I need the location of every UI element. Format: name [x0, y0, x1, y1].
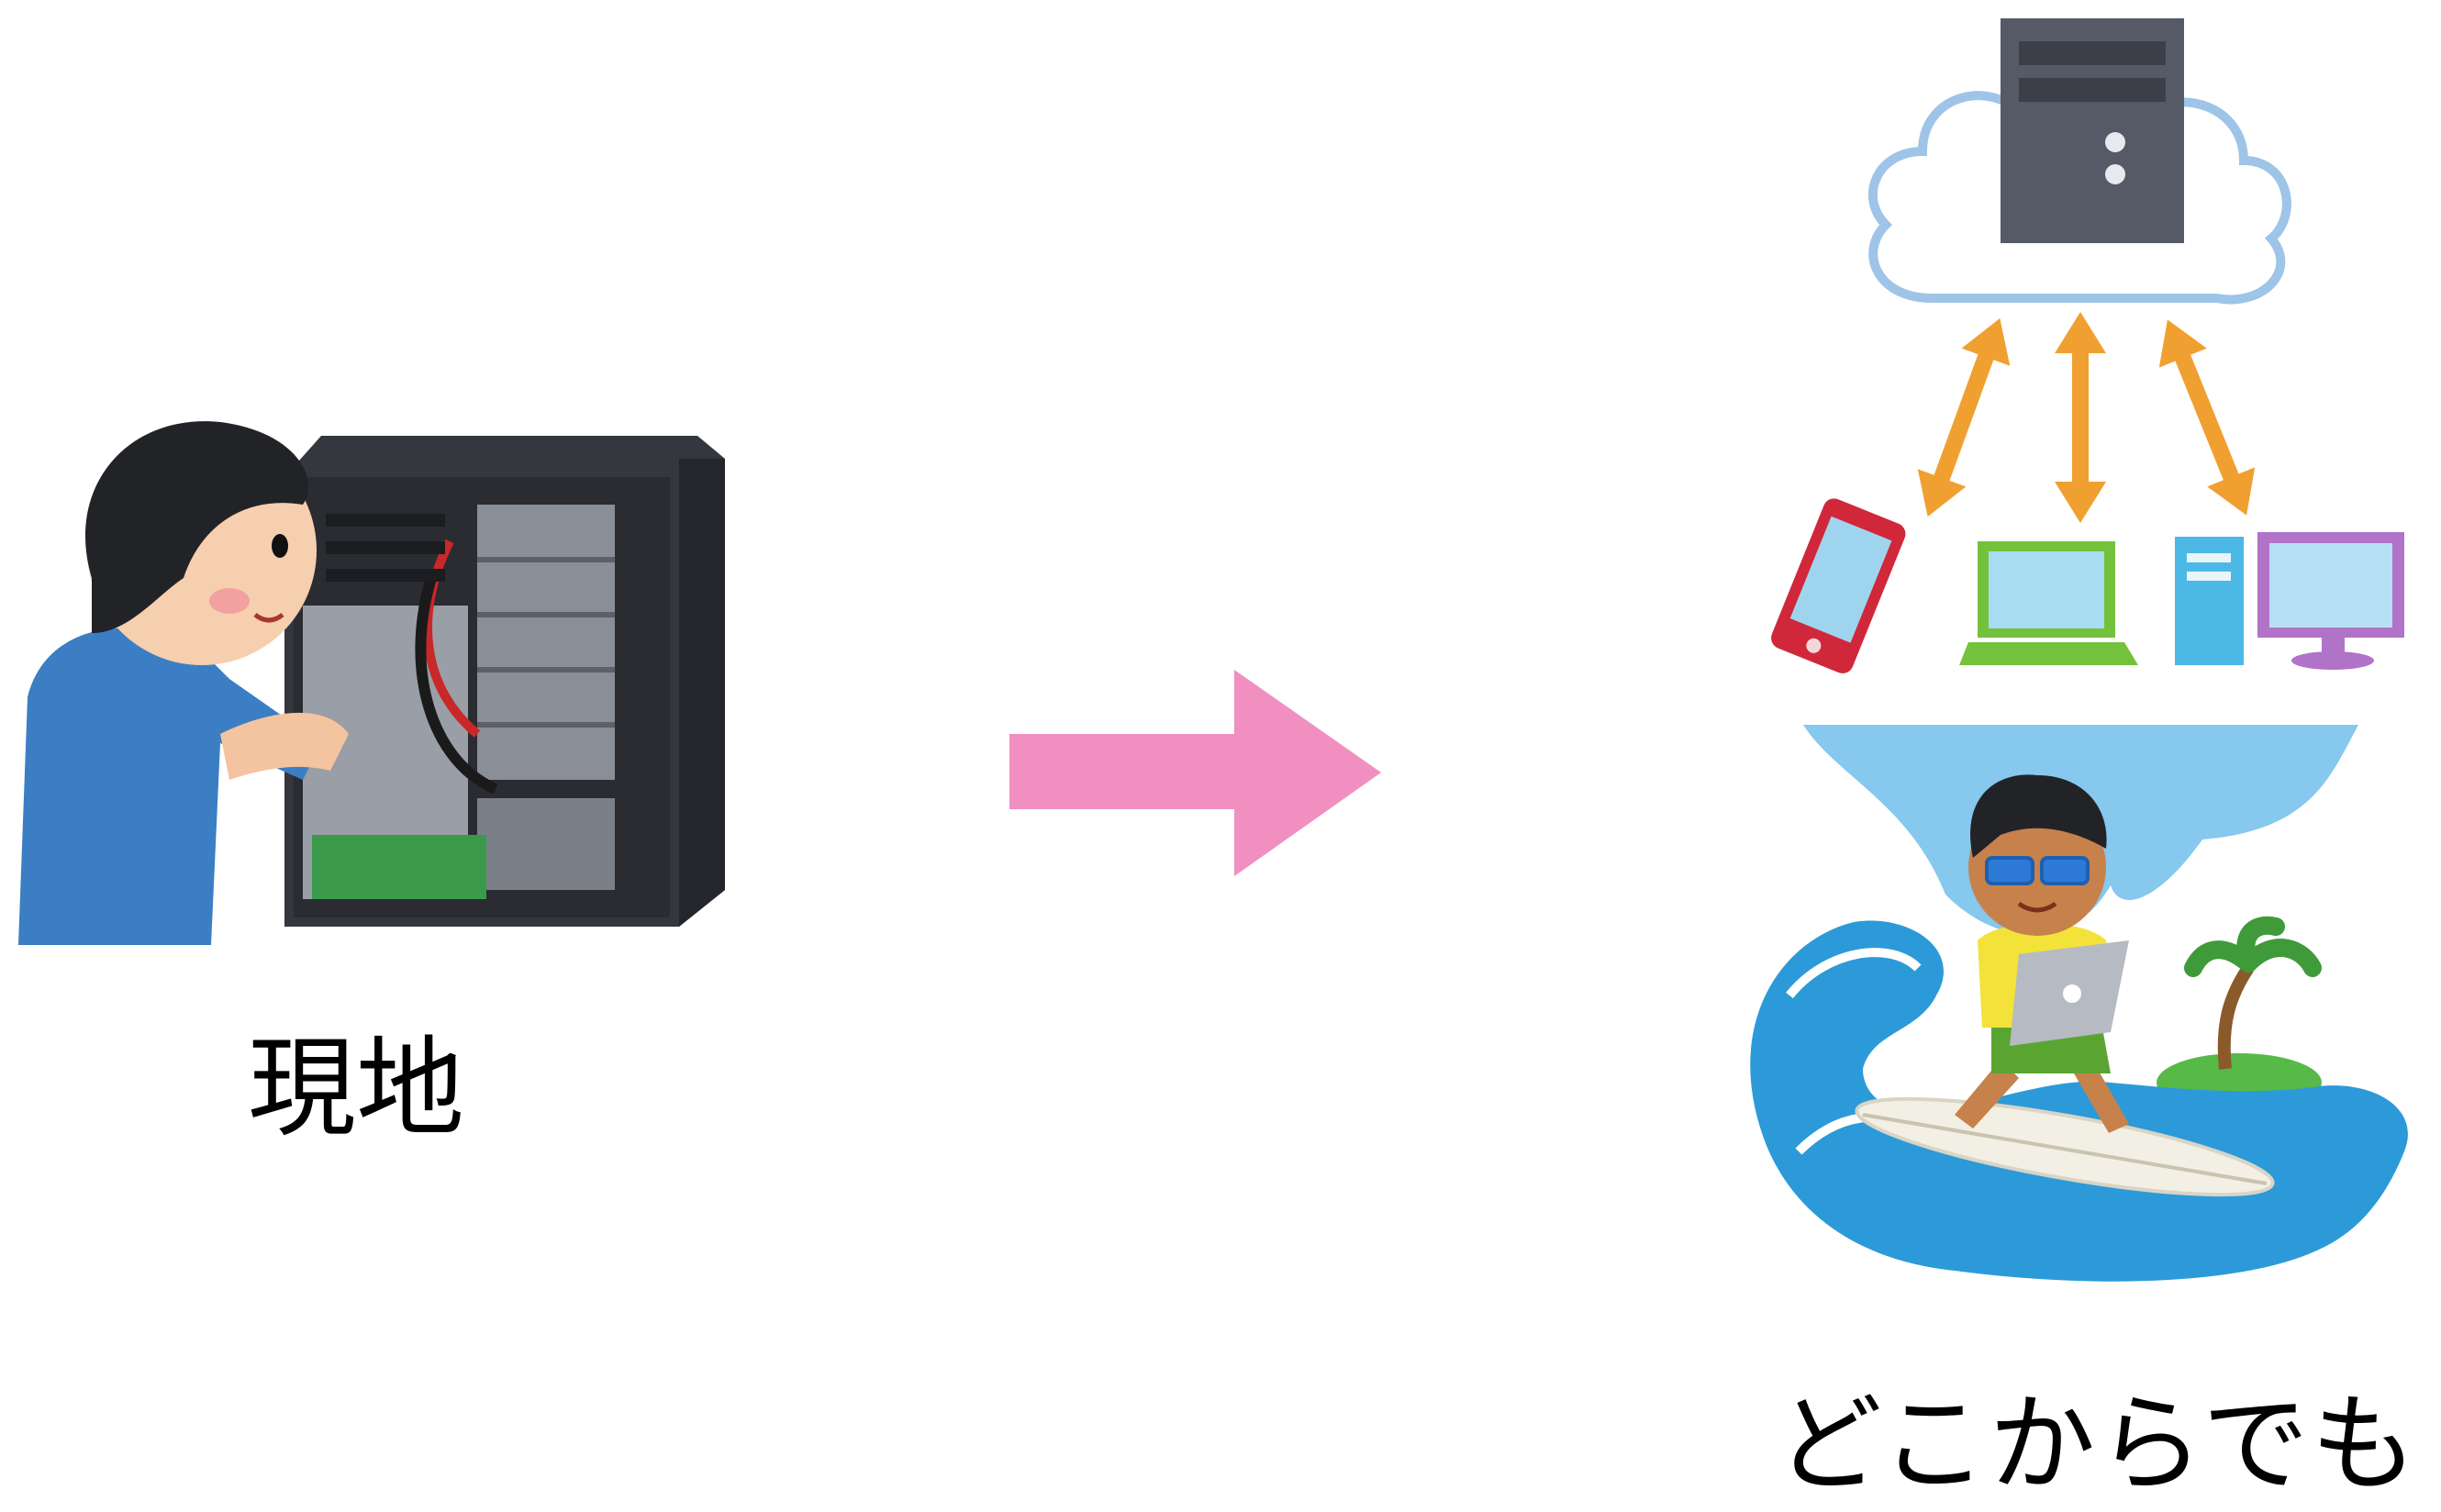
cloud-server-icon [1867, 18, 2291, 305]
technician-icon [18, 421, 725, 945]
laptop-icon [1959, 541, 2138, 665]
right-arrow-icon [1009, 670, 1381, 876]
smartphone-icon [1771, 498, 1906, 673]
location-label-onsite: 現地 [248, 1025, 465, 1151]
desktop-icon [2175, 532, 2404, 670]
bidirectional-arrows [1917, 312, 2256, 523]
location-label-anywhere: どこからでも [1776, 1383, 2420, 1506]
server-tower-icon [284, 436, 725, 927]
surfer-icon [1750, 725, 2408, 1282]
